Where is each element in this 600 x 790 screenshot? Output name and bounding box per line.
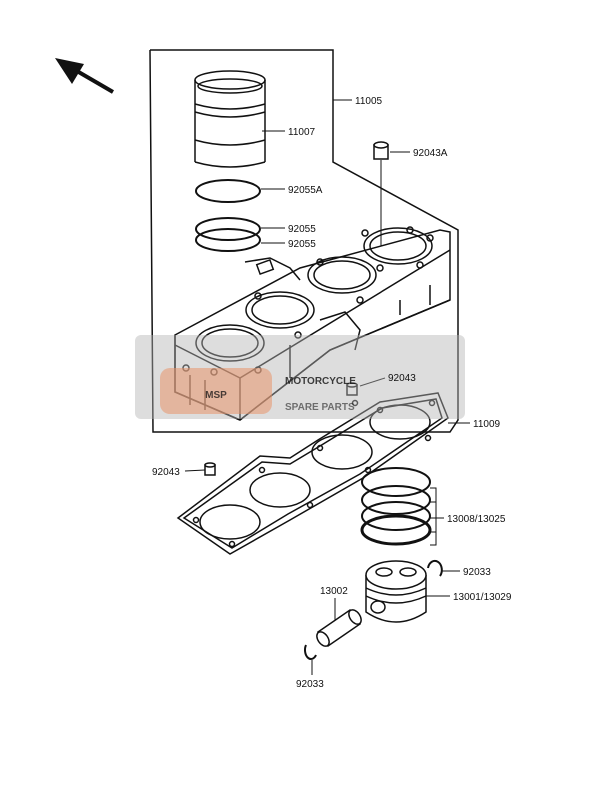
circlip-bottom xyxy=(304,644,317,660)
o-ring-92055-pair xyxy=(195,217,261,252)
cylinder-liner xyxy=(194,70,266,168)
label-piston: 13001/13029 xyxy=(453,592,512,603)
leader-lines xyxy=(184,99,470,675)
o-ring-92055a xyxy=(195,179,261,203)
label-circlip-right: 92033 xyxy=(463,567,491,578)
watermark-line2: SPARE PARTS xyxy=(285,402,355,413)
label-dowel-pin-left: 92043 xyxy=(152,467,180,478)
label-o-ring-a: 92055A xyxy=(288,185,323,196)
dowel-pin-92043-left xyxy=(204,462,216,476)
watermark-line1: MOTORCYCLE xyxy=(285,376,356,387)
piston xyxy=(365,560,427,623)
label-head-gasket: 11009 xyxy=(473,419,501,430)
part-labels: 11005 11007 92043A 92055A 92055 92055 92… xyxy=(152,96,512,690)
piston-rings xyxy=(360,467,432,546)
watermark: MSP MOTORCYCLE SPARE PARTS xyxy=(135,335,465,419)
label-piston-pin: 13002 xyxy=(320,586,348,597)
piston-pin xyxy=(316,608,362,648)
dowel-pin-92043-right xyxy=(346,382,358,396)
label-cylinder-liner: 11007 xyxy=(288,127,316,138)
label-o-ring-b2: 92055 xyxy=(288,239,316,250)
label-cylinder-block: 11005 xyxy=(355,96,383,107)
circlip-right xyxy=(427,559,443,577)
watermark-badge-text: MSP xyxy=(205,390,227,401)
direction-arrow-icon xyxy=(55,58,115,94)
label-dowel-pin-right: 92043 xyxy=(388,373,416,384)
head-gasket xyxy=(176,392,449,555)
label-dowel-pin-a: 92043A xyxy=(413,148,448,159)
watermark-badge xyxy=(160,368,272,414)
label-circlip-bottom: 92033 xyxy=(296,679,324,690)
label-o-ring-b1: 92055 xyxy=(288,224,316,235)
cylinder-assembly-outline xyxy=(149,49,459,433)
label-piston-rings: 13008/13025 xyxy=(447,514,506,525)
